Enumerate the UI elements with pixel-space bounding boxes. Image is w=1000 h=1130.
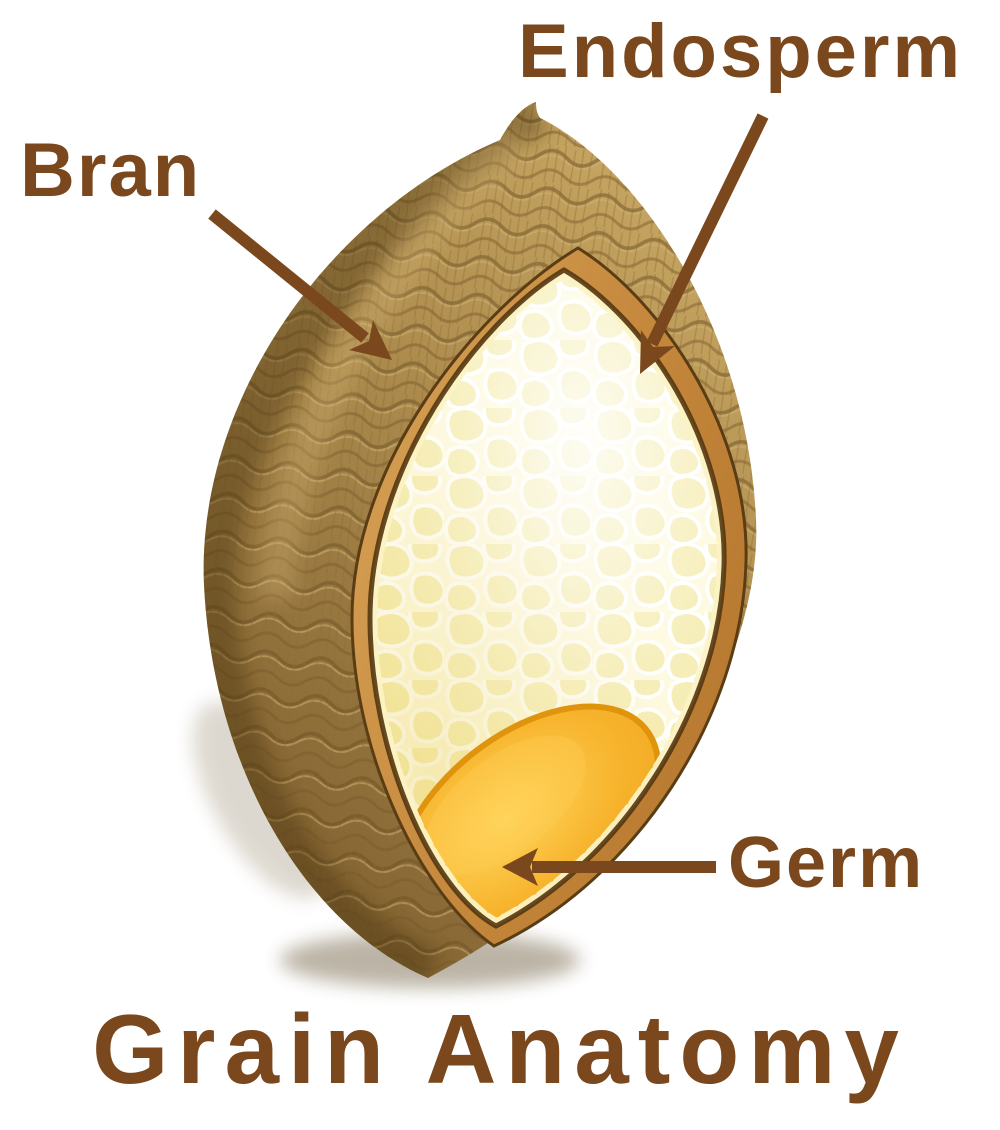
page-title: Grain Anatomy bbox=[92, 994, 908, 1104]
germ-arrow bbox=[502, 848, 716, 886]
endosperm-label: Endosperm bbox=[518, 9, 964, 94]
bran-label: Bran bbox=[20, 128, 202, 213]
rim-dark-line bbox=[367, 267, 727, 929]
endosperm-arrow bbox=[640, 113, 769, 374]
bran-arrow bbox=[208, 209, 392, 360]
germ-label: Germ bbox=[728, 823, 925, 903]
